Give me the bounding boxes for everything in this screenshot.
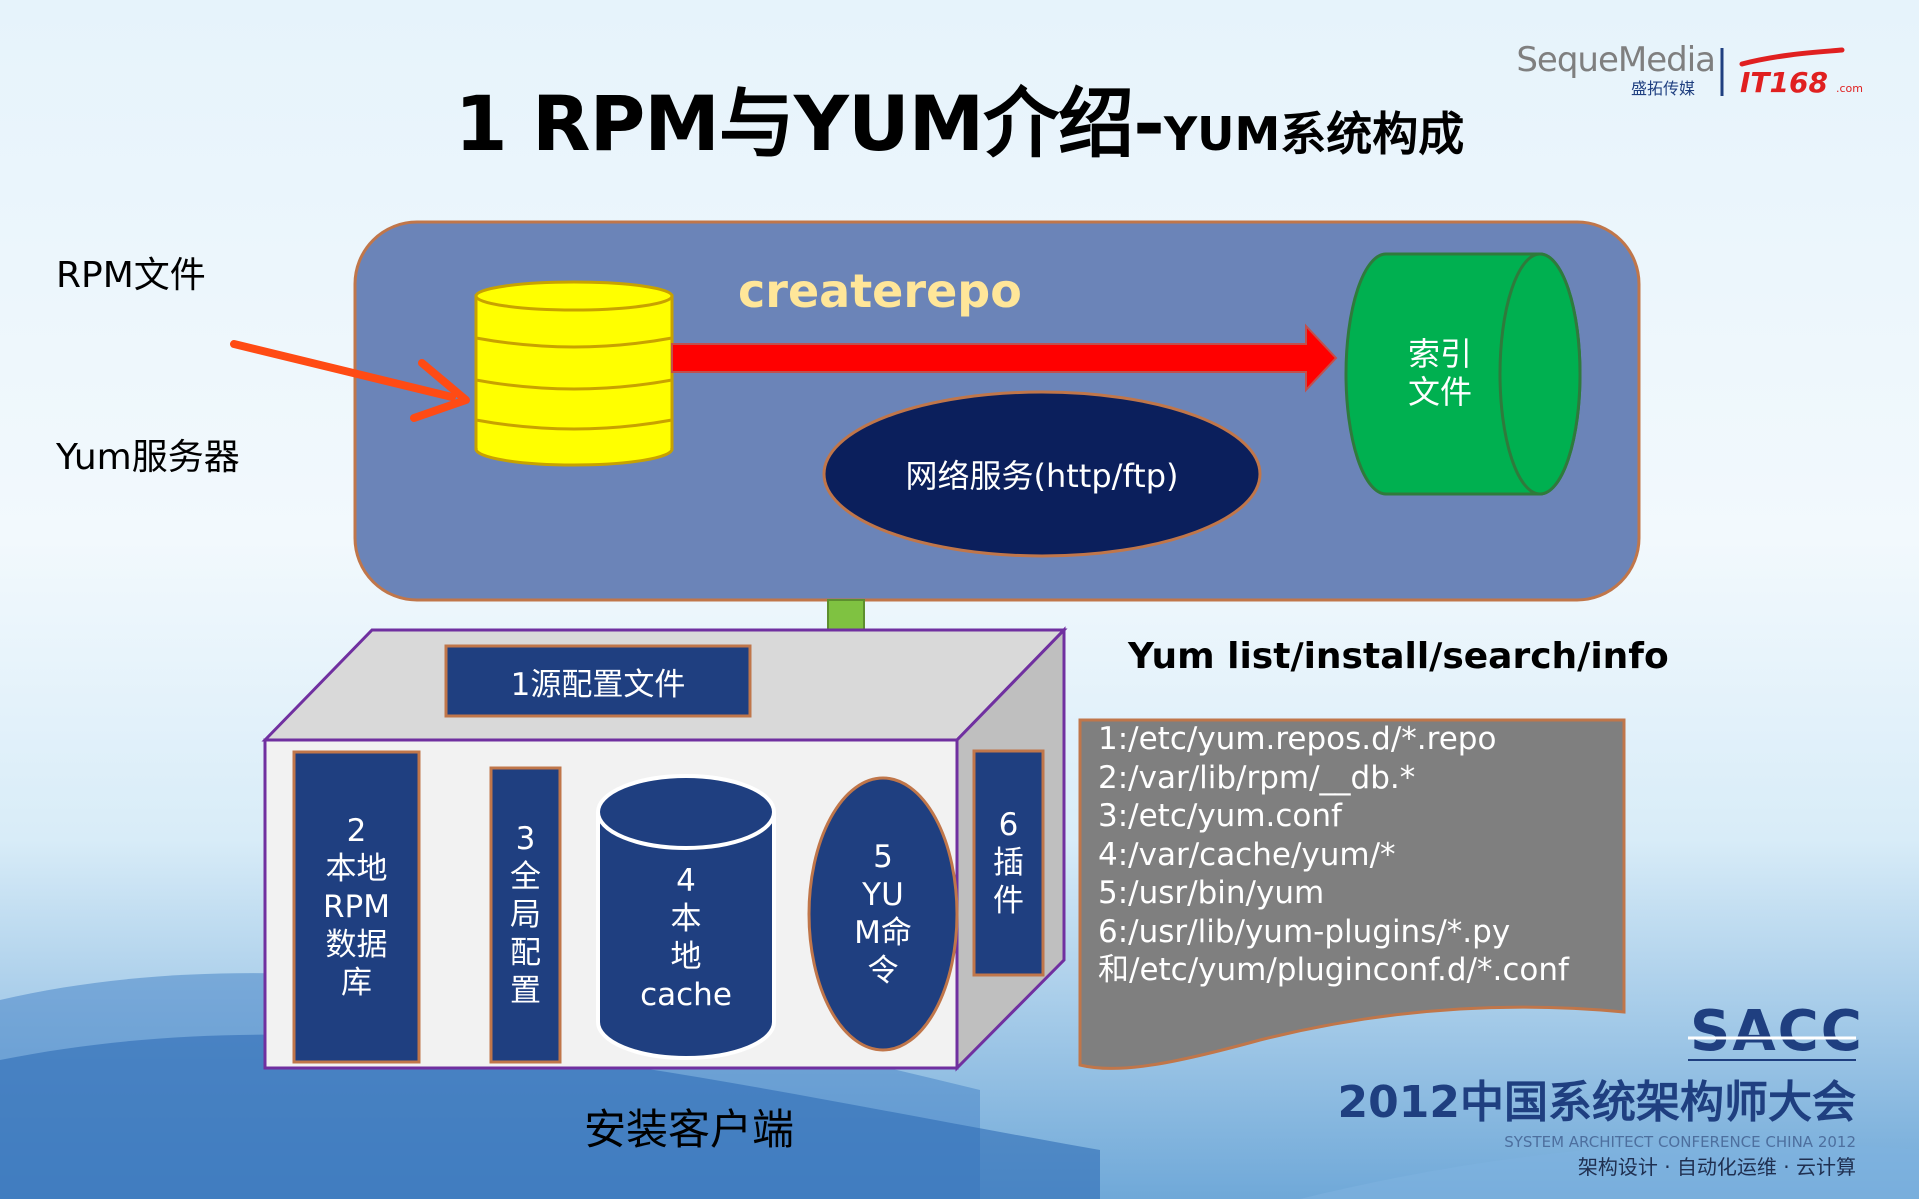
index-file-label: 索引 文件 (1380, 330, 1500, 416)
global-config-line: 3 (515, 821, 536, 857)
global-config-line: 置 (510, 973, 541, 1009)
sacc-logo-text: SACC (1690, 999, 1864, 1064)
local-cache-line: 地 (670, 939, 702, 975)
slide-title-main: 1 RPM与YUM介绍- (454, 79, 1165, 168)
config-path-item: 和/etc/yum/pluginconf.d/*.conf (1098, 952, 1569, 988)
global-config-line: 局 (510, 897, 541, 933)
it168-logo: IT168 .com (1720, 47, 1863, 99)
plugins-line: 插 (993, 845, 1024, 881)
local-rpm-db-label: 2 本地 RPM 数据 库 (294, 752, 419, 1062)
local-cache-line: cache (640, 977, 732, 1013)
local-rpm-db-line: 本地 (325, 851, 388, 887)
config-path-item: 6:/usr/lib/yum-plugins/*.py (1098, 913, 1511, 950)
network-service-ellipse (822, 390, 1262, 558)
seque-media-logo: SequeMedia 盛拓传媒 (1510, 40, 1716, 98)
rpm-input-arrow (230, 340, 470, 422)
rpm-files-cylinder (474, 280, 674, 467)
plugins-box (972, 749, 1045, 977)
global-config-line: 全 (510, 859, 541, 895)
conference-name: 2012中国系统架构师大会 (1337, 1077, 1856, 1128)
source-config-label: 1源配置文件 (510, 666, 686, 703)
index-file-line1: 索引 (1407, 335, 1472, 373)
paths-document (1078, 718, 1626, 1070)
background-wave (1300, 1142, 1919, 1199)
conference-english: SYSTEM ARCHITECT CONFERENCE CHINA 2012 (1504, 1133, 1856, 1151)
conference-branding: 2012中国系统架构师大会 SYSTEM ARCHITECT CONFERENC… (1300, 1074, 1856, 1182)
index-file-line2: 文件 (1407, 373, 1472, 411)
yum-command-line: YU (862, 877, 904, 913)
seque-media-logo-cn: 盛拓传媒 (1630, 79, 1695, 98)
network-service-label: 网络服务(http/ftp) (905, 457, 1179, 495)
conference-tagline: 架构设计 · 自动化运维 · 云计算 (1577, 1155, 1856, 1179)
yum-command-line: 5 (873, 839, 893, 875)
local-cache-cylinder (596, 774, 776, 1060)
yum-command-line: 令 (867, 953, 899, 989)
local-rpm-db-line: 库 (341, 965, 372, 1001)
createrepo-arrow (671, 323, 1338, 393)
seque-media-logo-text: SequeMedia (1516, 40, 1716, 80)
config-path-item: 4:/var/cache/yum/* (1098, 836, 1396, 873)
plugins-line: 6 (998, 807, 1019, 843)
config-path-item: 3:/etc/yum.conf (1098, 798, 1342, 834)
source-config-box (444, 644, 752, 718)
local-rpm-db-line: 数据 (325, 927, 388, 963)
plugins-label: 6 插 件 (974, 751, 1043, 975)
yum-commands-label: Yum list/install/search/info (1128, 636, 1669, 677)
local-rpm-db-line: RPM (323, 889, 390, 925)
config-path-item: 2:/var/lib/rpm/__db.* (1098, 759, 1416, 796)
it168-logo-suffix: .com (1836, 82, 1863, 95)
local-cache-line: 本 (670, 901, 702, 937)
sacc-logo: SACC (1688, 999, 1864, 1064)
config-paths-list: 1:/etc/yum.repos.d/*.repo 2:/var/lib/rpm… (1098, 720, 1608, 990)
local-rpm-db-box (292, 750, 421, 1064)
local-cache-line: 4 (676, 863, 696, 899)
client-caption: 安装客户端 (584, 1105, 795, 1154)
global-config-label: 3 全 局 配 置 (491, 768, 560, 1062)
rpm-files-label: RPM文件 (56, 255, 206, 296)
config-path-item: 1:/etc/yum.repos.d/*.repo (1098, 721, 1497, 757)
plugins-line: 件 (993, 883, 1024, 919)
global-config-line: 配 (510, 935, 541, 971)
local-rpm-db-line: 2 (346, 813, 367, 849)
createrepo-label: createrepo (738, 264, 1022, 318)
it168-logo-text: IT168 (1740, 66, 1828, 99)
slide-title: 1 RPM与YUM介绍-YUM系统构成 (0, 62, 1919, 172)
local-cache-label: 4 本 地 cache (598, 856, 774, 1020)
global-config-box (489, 766, 562, 1064)
yum-command-ellipse (807, 776, 959, 1052)
yum-server-label: Yum服务器 (56, 437, 240, 478)
yum-command-label: 5 YU M命 令 (809, 834, 957, 994)
yum-command-line: M命 (854, 915, 912, 951)
config-path-item: 5:/usr/bin/yum (1098, 875, 1325, 911)
background-wave (0, 1034, 1100, 1199)
index-file-cylinder (1344, 252, 1582, 496)
slide-title-sub: YUM系统构成 (1163, 107, 1465, 161)
